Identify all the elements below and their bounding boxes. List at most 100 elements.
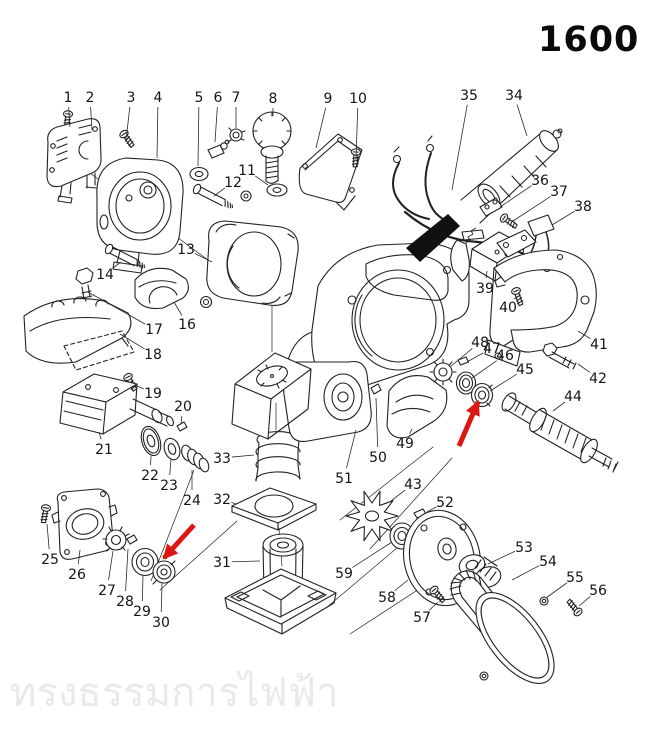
part-label-32: 32 [213, 492, 231, 508]
part-label-41: 41 [590, 337, 608, 353]
leader-line-35 [451, 104, 468, 191]
part-label-6: 6 [214, 90, 223, 106]
leader-line-2 [90, 106, 93, 131]
leader-line-6 [214, 106, 218, 143]
part-label-39: 39 [476, 281, 494, 297]
leader-line-42 [577, 363, 591, 373]
part-label-27: 27 [98, 583, 116, 599]
leader-line-43 [390, 489, 406, 502]
leader-line-29 [141, 575, 144, 602]
leader-line-17 [87, 291, 146, 325]
part-label-3: 3 [127, 90, 136, 106]
leader-line-14 [112, 261, 122, 269]
part-label-54: 54 [539, 554, 557, 570]
part-label-14: 14 [96, 267, 114, 283]
leader-line-37 [512, 196, 551, 222]
part-label-36: 36 [531, 173, 549, 189]
leader-line-57 [429, 601, 439, 611]
leader-line-41 [577, 330, 591, 340]
field-coil [199, 190, 299, 309]
rear-handle [484, 229, 597, 370]
leader-line-20 [180, 415, 183, 425]
part-label-16: 16 [178, 317, 196, 333]
part-label-10: 10 [349, 91, 367, 107]
part-label-12: 12 [224, 175, 242, 191]
leader-line-19 [136, 385, 144, 390]
bearing-retainer-group [38, 488, 176, 585]
leader-line-48 [449, 348, 473, 368]
part-label-22: 22 [141, 468, 159, 484]
part-label-49: 49 [396, 436, 414, 452]
part-label-30: 30 [152, 615, 170, 631]
part-label-33: 33 [213, 451, 231, 467]
leader-line-21 [98, 431, 102, 440]
red-arrow-1 [162, 523, 196, 560]
part-label-44: 44 [564, 389, 582, 405]
part-label-1: 1 [64, 90, 73, 106]
leader-line-13 [194, 253, 213, 263]
leader-line-53 [487, 550, 516, 565]
part-label-31: 31 [213, 555, 231, 571]
leader-line-34 [516, 104, 528, 137]
leader-line-36 [499, 185, 532, 208]
leader-line-16 [173, 301, 183, 316]
leader-line-59 [352, 541, 393, 568]
part-label-37: 37 [550, 184, 568, 200]
leader-line-46 [471, 360, 498, 379]
leader-line-50 [375, 397, 379, 448]
part-label-40: 40 [499, 300, 517, 316]
leader-line-23 [169, 458, 172, 476]
leader-line-47 [466, 352, 484, 363]
leader-line-56 [578, 596, 591, 607]
part-label-56: 56 [589, 583, 607, 599]
leader-line-45 [489, 373, 517, 392]
part-label-11: 11 [238, 163, 256, 179]
leader-line-58 [394, 579, 409, 592]
part-label-24: 24 [183, 493, 201, 509]
leader-line-11 [254, 175, 269, 186]
part-label-5: 5 [195, 90, 204, 106]
base-assembly [224, 487, 337, 635]
leader-line-49 [409, 428, 413, 435]
chip-deflector [370, 375, 448, 439]
part-label-53: 53 [515, 540, 533, 556]
leader-line-39 [485, 270, 488, 279]
leader-line-32 [231, 501, 237, 505]
part-label-7: 7 [232, 90, 241, 106]
terminal-plate [298, 133, 363, 211]
part-label-52: 52 [436, 495, 454, 511]
brush-holder-plate [46, 109, 102, 204]
part-label-26: 26 [68, 567, 86, 583]
leader-line-40 [513, 296, 517, 300]
part-label-21: 21 [95, 442, 113, 458]
leader-line-9 [315, 107, 327, 149]
leader-line-12 [213, 187, 226, 197]
part-label-28: 28 [116, 594, 134, 610]
part-label-45: 45 [516, 362, 534, 378]
part-label-25: 25 [41, 552, 59, 568]
leader-line-33 [231, 454, 255, 458]
leader-line-25 [46, 523, 50, 550]
blade-covers [23, 267, 189, 371]
leader-line-51 [346, 429, 357, 469]
leader-line-38 [551, 210, 575, 226]
leader-line-10 [355, 107, 359, 161]
part-label-38: 38 [574, 199, 592, 215]
belt-drive-group [345, 490, 585, 685]
leader-line-1 [68, 106, 71, 128]
part-label-58: 58 [378, 590, 396, 606]
part-label-18: 18 [144, 347, 162, 363]
part-label-48: 48 [471, 335, 489, 351]
cutter-block-assembly [59, 371, 210, 473]
leader-line-18 [119, 333, 145, 350]
part-label-47: 47 [483, 341, 501, 357]
drawing-layer [23, 109, 619, 685]
motor-end-bell [96, 127, 246, 274]
main-housing [231, 242, 470, 443]
part-label-51: 51 [335, 471, 353, 487]
part-label-9: 9 [324, 91, 333, 107]
part-label-55: 55 [566, 570, 584, 586]
leader-line-52 [426, 506, 437, 513]
leader-line-54 [511, 565, 540, 581]
